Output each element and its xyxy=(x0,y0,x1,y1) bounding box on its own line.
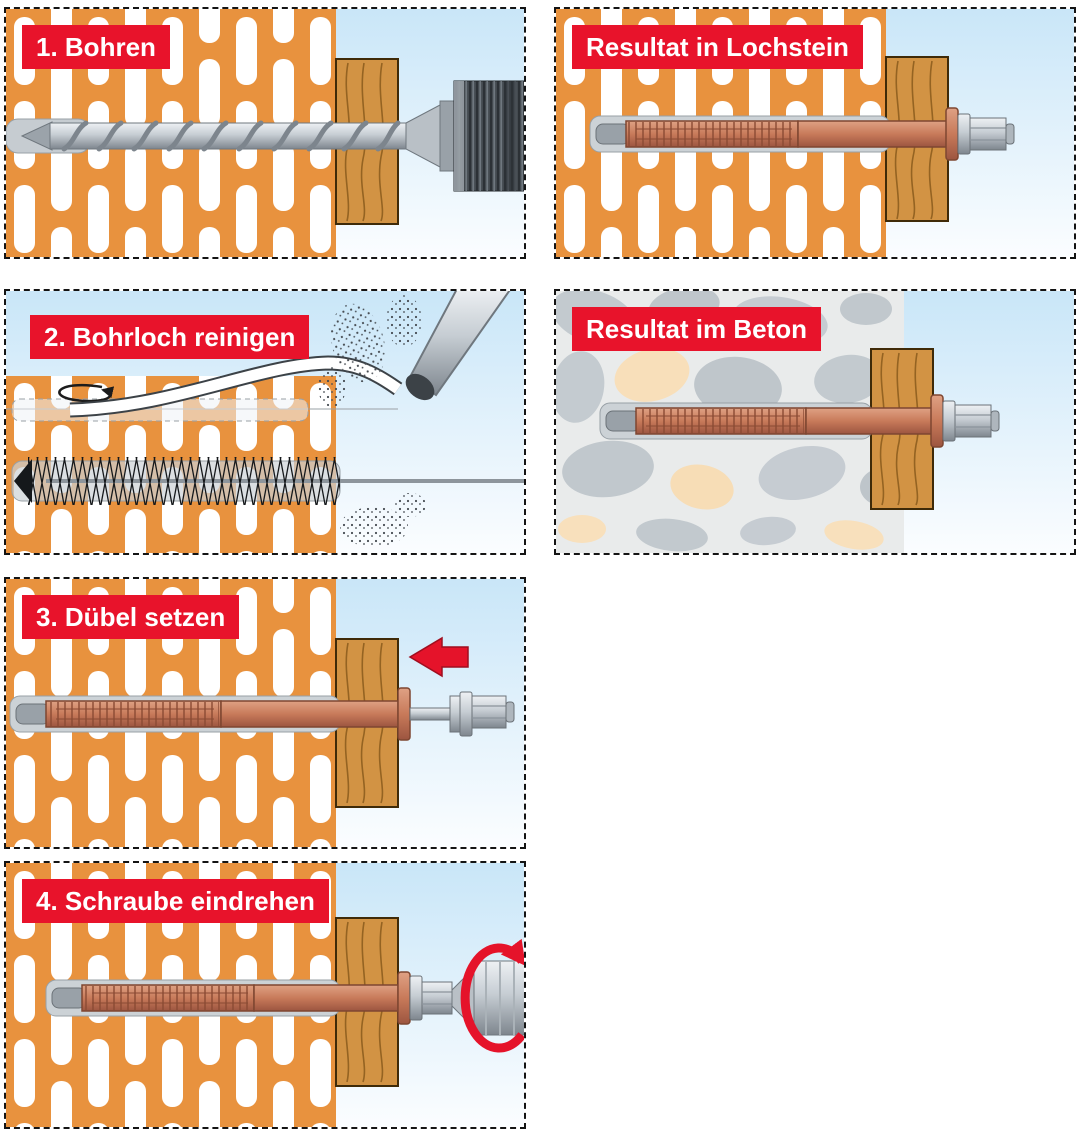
air-blower xyxy=(405,291,511,401)
cleaning-brush xyxy=(14,457,524,505)
frame-anchor xyxy=(595,107,1015,161)
swirl-arrow xyxy=(58,383,115,403)
step1-label: 1. Bohren xyxy=(22,25,170,69)
panel-result-concrete: Resultat im Beton xyxy=(554,289,1076,555)
dust-cloud xyxy=(340,507,408,547)
frame-anchor xyxy=(51,971,453,1025)
step3-label: 3. Dübel setzen xyxy=(22,595,240,639)
result-concrete-label: Resultat im Beton xyxy=(572,307,822,351)
step2-label: 2. Bohrloch reinigen xyxy=(30,315,310,359)
panel-step1-drilling: 1. Bohren xyxy=(4,7,526,259)
step1-illustration xyxy=(6,9,524,257)
hammer-direction-arrow xyxy=(408,636,469,678)
drill-chuck xyxy=(405,80,524,192)
dust-cloud xyxy=(318,367,346,407)
panel-step2-cleaning: 2. Bohrloch reinigen xyxy=(4,289,526,555)
step4-label: 4. Schraube eindrehen xyxy=(22,879,329,923)
panel-result-hollow-brick: Resultat in Lochstein xyxy=(554,7,1076,259)
dust-cloud xyxy=(330,303,386,383)
dust-cloud xyxy=(386,295,422,347)
result-brick-label: Resultat in Lochstein xyxy=(572,25,863,69)
panel-step3-insert-anchor: 3. Dübel setzen xyxy=(4,577,526,849)
frame-anchor-partially-inserted xyxy=(15,687,515,741)
drill-bit xyxy=(20,120,407,152)
dust-cloud xyxy=(394,493,426,517)
rotation-arrow xyxy=(460,938,524,1053)
frame-anchor xyxy=(605,394,1000,448)
panel-step4-drive-screw: 4. Schraube eindrehen xyxy=(4,861,526,1129)
